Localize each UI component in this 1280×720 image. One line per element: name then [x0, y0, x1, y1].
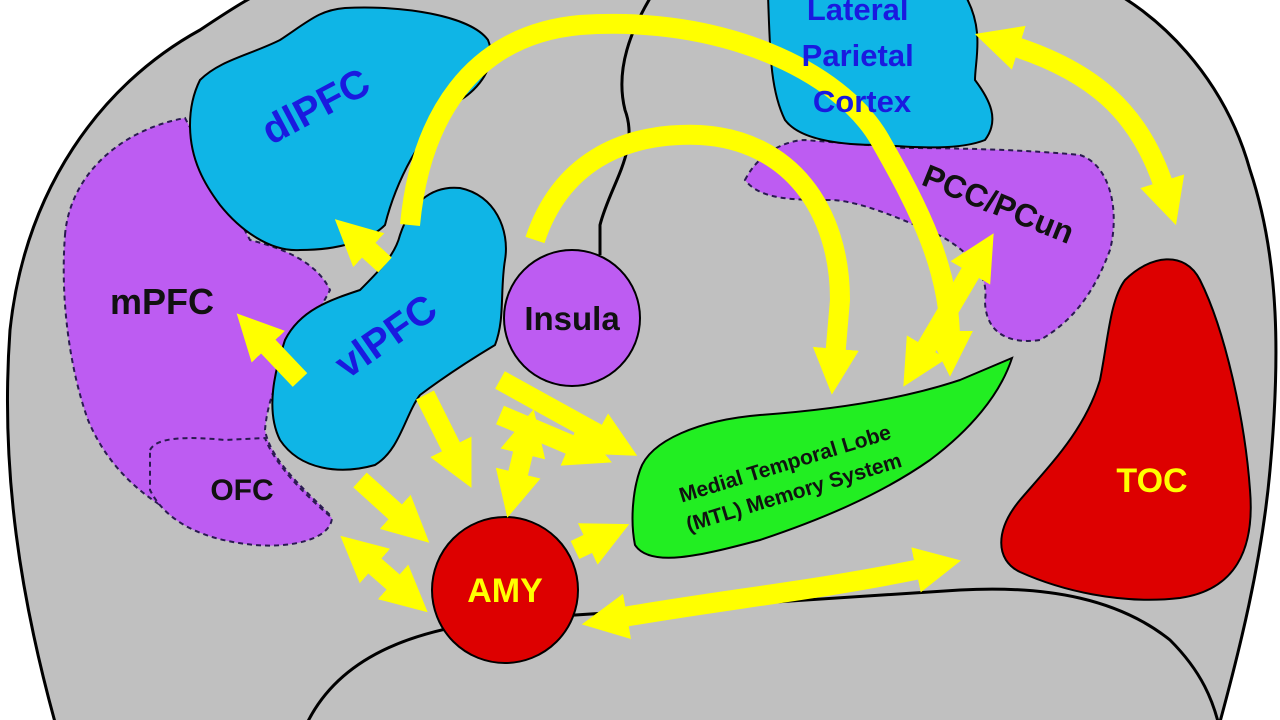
arrow-vlpfc-to-dlpfc — [334, 219, 392, 273]
mpfc-region — [62, 116, 332, 542]
lateral-parietal-line-2: Parietal — [802, 38, 914, 73]
amy-label: AMY — [467, 572, 543, 610]
arrow-vlpfc-to-mpfc — [236, 313, 308, 387]
toc-region — [1000, 258, 1252, 601]
ofc-label: OFC — [210, 474, 273, 507]
lateral-parietal-line-1: Lateral — [807, 0, 909, 27]
arrow-insula-to-amy — [495, 409, 546, 518]
arrow-insula-arc-to-mtl — [525, 124, 859, 395]
arrow-amy-to-toc — [581, 547, 962, 640]
arrow-ofc-to-amy — [353, 472, 430, 543]
arrow-ofc-amy-lower — [340, 535, 428, 613]
lateral-parietal-label: Lateral Parietal Cortex — [802, 0, 923, 119]
ofc-region — [149, 436, 334, 547]
arrow-vlpfc-to-amy — [416, 390, 472, 488]
lateral-parietal-line-3: Cortex — [813, 84, 912, 119]
arrow-amy-to-mtl — [570, 523, 630, 565]
insula-label: Insula — [524, 300, 620, 337]
arrow-pcc-to-mtl — [903, 233, 994, 387]
vlpfc-region — [271, 186, 507, 471]
insula-region — [503, 249, 641, 387]
arrow-insula-to-mtl — [496, 405, 612, 466]
toc-label: TOC — [1116, 462, 1187, 500]
mpfc-label: mPFC — [110, 281, 214, 322]
arrow-lpc-to-toc — [974, 25, 1185, 226]
arrow-dlpfc-arc-to-mtl — [400, 13, 973, 377]
